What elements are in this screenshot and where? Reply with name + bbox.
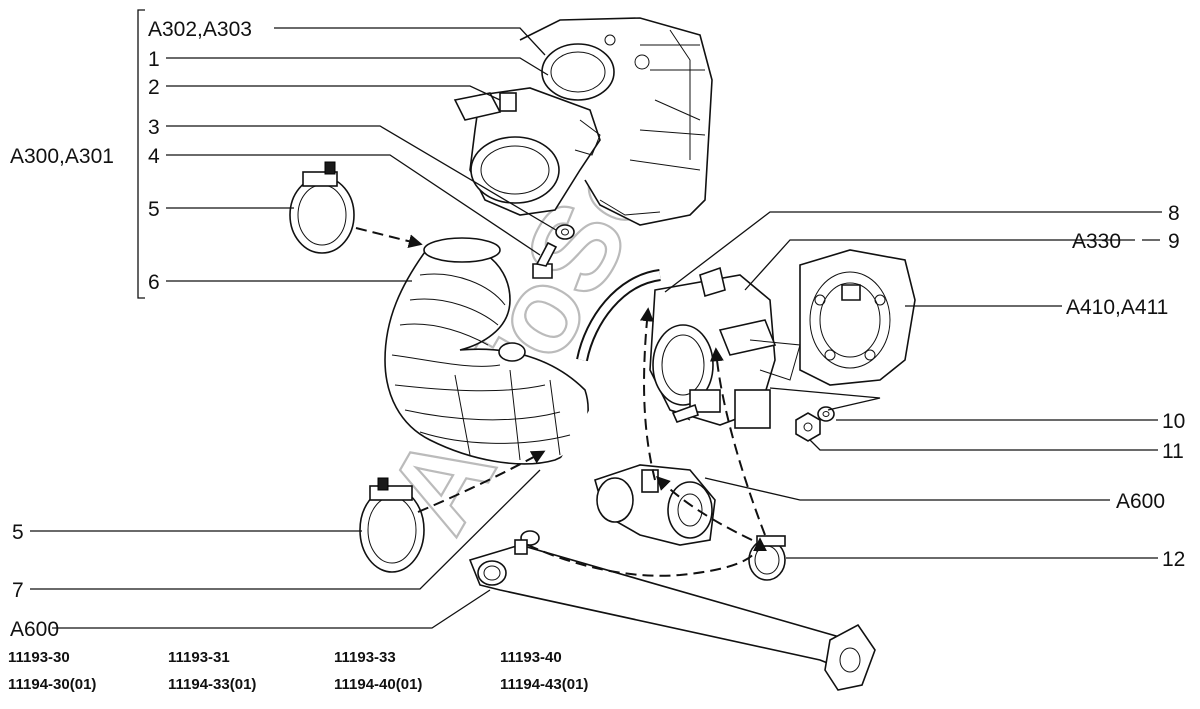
model-code: 11194-33(01) xyxy=(168,676,256,693)
leader-1 xyxy=(166,57,549,76)
spring-washer xyxy=(817,406,835,422)
model-code: 11194-40(01) xyxy=(334,676,422,693)
hose-clamp-upper xyxy=(289,161,355,254)
model-code: 11193-33 xyxy=(334,649,396,666)
model-code: 11194-43(01) xyxy=(500,676,588,693)
leader-a302 xyxy=(274,27,546,56)
callout-10: 10 xyxy=(1162,410,1185,433)
callout-a600-left: A600 xyxy=(10,618,59,641)
callout-11: 11 xyxy=(1162,440,1184,463)
group-bracket xyxy=(137,9,145,299)
callout-a600-right: A600 xyxy=(1116,490,1165,513)
assembly-arrow-hose-throttle xyxy=(527,537,767,577)
callout-a330: A330 xyxy=(1072,230,1121,253)
leader-4 xyxy=(166,154,541,256)
model-code: 11194-30(01) xyxy=(8,676,96,693)
leader-3 xyxy=(166,125,557,231)
callout-7: 7 xyxy=(12,579,24,602)
coolant-outlet-pipe xyxy=(468,539,876,691)
air-intake-hose xyxy=(384,237,589,465)
callout-a300-a301: A300,A301 xyxy=(10,145,114,168)
leader-a600-right xyxy=(704,477,1110,501)
callout-8: 8 xyxy=(1168,202,1180,225)
assembly-arrow-clamp-housing xyxy=(656,476,753,541)
leader-stud xyxy=(769,387,881,411)
hose-clamp-lower xyxy=(359,477,425,573)
callout-5-top: 5 xyxy=(148,198,160,221)
callout-a410-a411: A410,A411 xyxy=(1066,296,1168,319)
sealing-ring xyxy=(541,43,615,101)
model-codes: 11193-30 11194-30(01) 11193-31 11194-33(… xyxy=(8,649,588,693)
leader-7 xyxy=(30,469,541,590)
leader-2 xyxy=(166,85,501,101)
callout-6: 6 xyxy=(148,271,160,294)
small-hose-clamp xyxy=(748,535,786,581)
bolt xyxy=(532,241,558,279)
callout-a302-a303: A302,A303 xyxy=(148,18,252,41)
model-code: 11193-30 xyxy=(8,649,70,666)
callout-1: 1 xyxy=(148,48,160,71)
washer xyxy=(555,224,575,240)
leader-a600-left xyxy=(52,589,491,629)
callout-2: 2 xyxy=(148,76,160,99)
callout-12: 12 xyxy=(1162,548,1185,571)
hex-nut xyxy=(795,412,821,442)
callout-3: 3 xyxy=(148,116,160,139)
leader-8 xyxy=(664,211,1162,293)
assembly-arrow-housing-throttle xyxy=(709,347,766,536)
leader-a330 xyxy=(744,239,1135,291)
callout-9: 9 xyxy=(1168,230,1180,253)
callout-4: 4 xyxy=(148,145,160,168)
assembly-arrow-clamp-lower xyxy=(417,450,546,513)
leader-11 xyxy=(809,439,1158,451)
throttle-hose xyxy=(576,269,662,362)
air-flow-sensor xyxy=(453,87,601,216)
intake-manifold xyxy=(799,249,916,386)
model-code: 11193-31 xyxy=(168,649,230,666)
callout-5-bottom: 5 xyxy=(12,521,24,544)
assembly-arrow-throttle-inlet xyxy=(639,307,656,481)
model-code: 11193-40 xyxy=(500,649,562,666)
assembly-arrow-clamp-hose xyxy=(355,227,423,249)
